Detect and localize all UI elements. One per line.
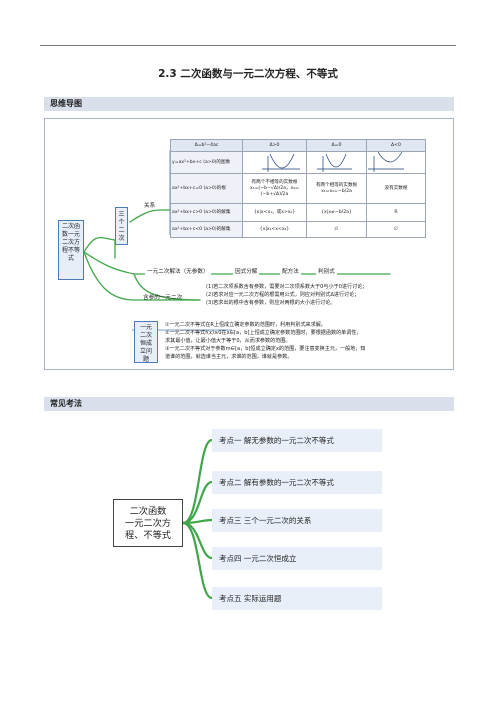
constant-note-5: 道谁的范围，就选谁当主元，求谁的范围，谁就是参数。 — [165, 354, 293, 360]
root-node-text: 二次函数一元二次方程不等式 — [62, 223, 81, 262]
table-header-lt: Δ<0 — [366, 139, 426, 152]
constant-note-2: ②一元二次不等式f(x)≥0在x∈[a，b]上恒成立确定参数范围时，要根据函数的… — [165, 330, 362, 336]
with-param-label: 含参的一元二次 — [143, 295, 183, 301]
exam-center-node: 二次函数 一元二次方 程、不等式 — [113, 499, 183, 547]
method-complete-square: 配方法 — [280, 268, 301, 276]
method-discriminant: 判别式 — [316, 268, 337, 276]
param-note-1: (1)若二次项系数含有参数，需要对二次项系数大于0与小于0进行讨论； — [206, 284, 368, 290]
roots-gt-formula: x₁=(−b−√Δ)/2a，x₂=(−b+√Δ)/2a — [250, 185, 299, 197]
roots-gt-title: 有两个不相等的实数根 — [251, 179, 298, 185]
header-rule — [40, 45, 456, 46]
three-quadratics-text: 三个二次 — [118, 211, 125, 242]
roots-eq-title: 有两个相等的实数根 — [315, 182, 358, 188]
section-bar-exam: 常见考法 — [44, 397, 454, 411]
relation-label: 关系 — [144, 203, 156, 209]
lt0-cell-3: ∅ — [366, 221, 426, 238]
center-line-3: 程、不等式 — [125, 530, 171, 541]
root-node: 二次函数一元二次方程不等式 — [58, 220, 84, 280]
center-line-1: 二次函数 — [129, 506, 167, 517]
solve-no-param-label: 一元二次解法（无参数） — [145, 268, 211, 276]
constant-holding-node: 一元二次恒成立问题 — [134, 321, 158, 363]
exam-point-5: 考点五 实际运用题 — [212, 587, 382, 610]
table-row-graph-label: y=ax²+bx+c (a>0)的图象 — [170, 151, 243, 174]
center-line-2: 一元二次方 — [125, 518, 171, 529]
constant-note-4: ③一元二次不等式对于参数m∈[a，b]恒成立确定x的范围，要注意变换主元，一般地… — [165, 346, 366, 352]
three-quadratics-node: 三个二次 — [115, 207, 128, 245]
exam-point-4: 考点四 一元二次恒成立 — [212, 547, 382, 570]
method-factor: 因式分解 — [233, 268, 260, 276]
roots-eq-formula: x₁=x₂=−b/2a — [321, 188, 352, 194]
constant-holding-text: 一元二次恒成立问题 — [139, 324, 152, 363]
section-title-mindmap: 思维导图 — [50, 98, 82, 108]
page-title: 2.3 二次函数与一元二次方程、不等式 — [158, 68, 338, 80]
exam-point-1: 考点一 解无参数的一元二次不等式 — [212, 429, 382, 452]
exam-point-3: 考点三 三个一元二次的关系 — [212, 509, 382, 532]
section-title-exam: 常见考法 — [50, 398, 82, 408]
lt0-cell-1: {x|x₁<x<x₂} — [242, 221, 307, 238]
mindmap-frame — [44, 118, 454, 370]
relation-table: Δ=b²−4ac Δ>0 Δ=0 Δ<0 y=ax²+bx+c (a>0)的图象… — [170, 139, 426, 238]
section-bar-mindmap: 思维导图 — [44, 97, 454, 111]
constant-note-1: ①一元二次不等式在R上恒成立确定参数的范围时，利用判别式来求解。 — [165, 322, 326, 328]
exam-point-2: 考点二 解有参数的一元二次不等式 — [212, 471, 382, 494]
param-note-3: (3)若求出的根中含有参数，则应对两根的大小进行讨论。 — [206, 300, 336, 306]
constant-note-3: 求其最小值，让最小值大于等于0，从而求参数的范围。 — [165, 338, 291, 344]
table-row-gt0-label: ax²+bx+c>0 (a>0)的解集 — [170, 203, 243, 222]
table-header-gt: Δ>0 — [242, 139, 307, 152]
table-row-lt0-label: ax²+bx+c<0 (a>0)的解集 — [170, 221, 243, 238]
param-note-2: (2)若求对应一元二次方程的根需用公式，则应对判别式Δ进行讨论； — [206, 292, 360, 298]
